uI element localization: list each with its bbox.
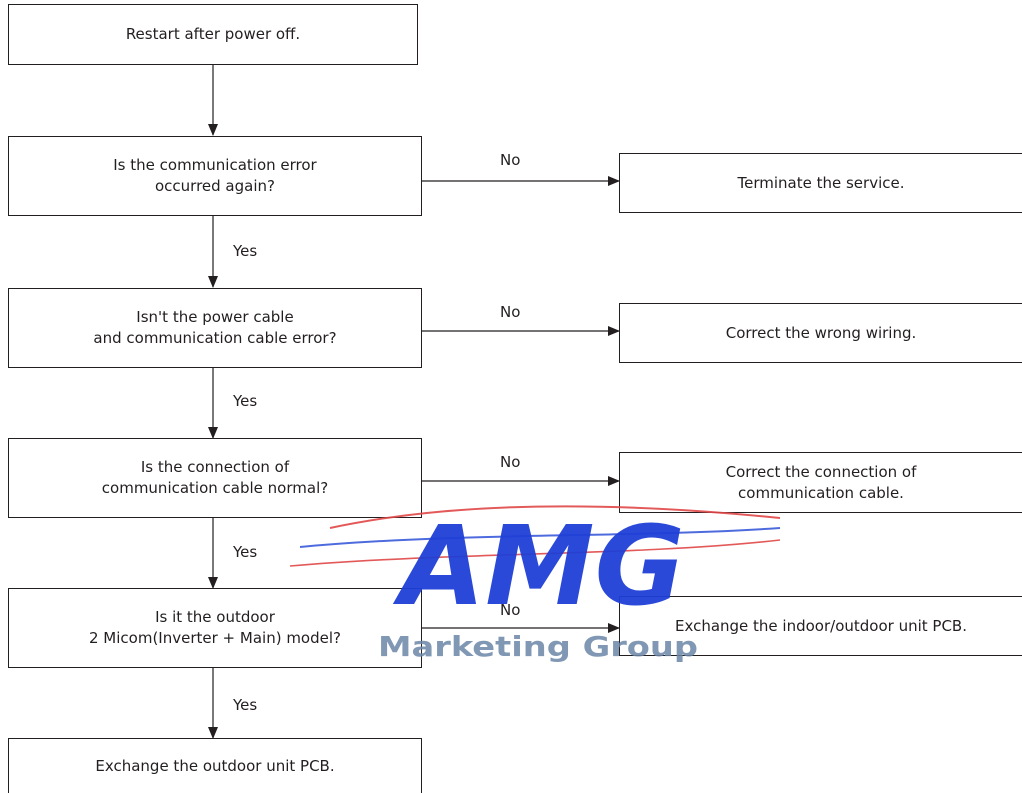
- action-box-correct-connection: Correct the connection of communication …: [619, 452, 1022, 513]
- action-box-correct-wiring: Correct the wrong wiring.: [619, 303, 1022, 363]
- decision-box-communication-error: Is the communication error occurred agai…: [8, 136, 422, 216]
- start-box: Restart after power off.: [8, 4, 418, 65]
- label-no-4: No: [500, 601, 521, 619]
- decision-box-cable-error: Isn't the power cable and communication …: [8, 288, 422, 368]
- action-box-terminate-service: Terminate the service.: [619, 153, 1022, 213]
- label-yes-2: Yes: [233, 392, 258, 410]
- label-no-3: No: [500, 453, 521, 471]
- action-box-exchange-indoor-outdoor-pcb: Exchange the indoor/outdoor unit PCB.: [619, 596, 1022, 656]
- label-no-2: No: [500, 303, 521, 321]
- end-box-exchange-outdoor-pcb: Exchange the outdoor unit PCB.: [8, 738, 422, 793]
- label-yes-1: Yes: [233, 242, 258, 260]
- decision-box-2-micom-model: Is it the outdoor 2 Micom(Inverter + Mai…: [8, 588, 422, 668]
- label-no-1: No: [500, 151, 521, 169]
- decision-box-connection-normal: Is the connection of communication cable…: [8, 438, 422, 518]
- label-yes-3: Yes: [233, 543, 258, 561]
- label-yes-4: Yes: [233, 696, 258, 714]
